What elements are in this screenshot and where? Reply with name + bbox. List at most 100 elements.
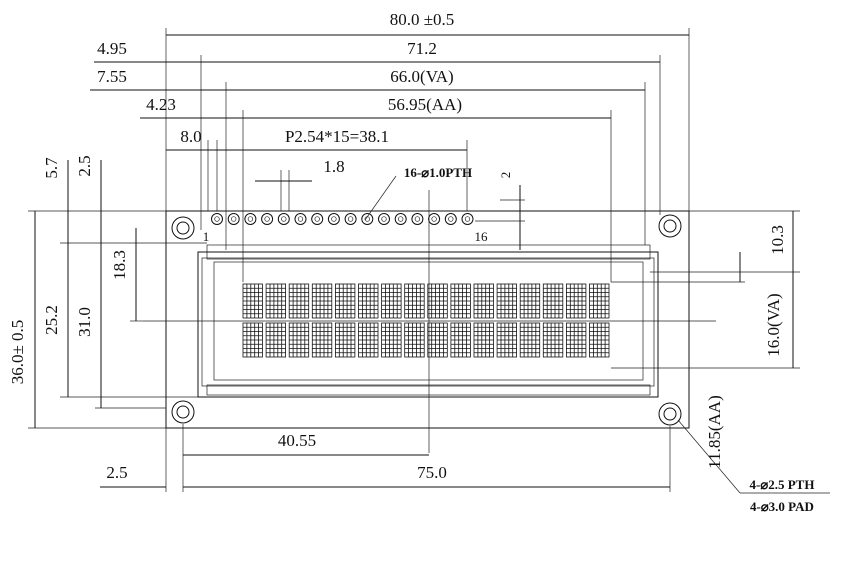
pin-hole-inner [314, 216, 320, 222]
char-cell [519, 322, 541, 358]
dim-31-0: 31.0 [75, 307, 94, 337]
dim-pin-pitch: P2.54*15=38.1 [285, 127, 389, 146]
char-cell [473, 322, 494, 358]
pin-hole-inner [398, 216, 404, 222]
char-cell [288, 283, 310, 319]
pin-hole [261, 213, 274, 225]
char-cell [265, 322, 287, 358]
left-dimensions: 36.0± 0.5 25.2 31.0 18.3 5.7 2.5 [8, 155, 207, 429]
label-pin-16: 16 [475, 229, 489, 244]
dim-pin-2: 2 [498, 172, 513, 179]
dim-overall-height: 36.0± 0.5 [8, 320, 27, 385]
pin-hole [227, 213, 240, 225]
mount-hole-bl [171, 400, 195, 424]
char-cell [589, 283, 610, 319]
char-cell [288, 322, 310, 358]
dim-bottom-hole-pitch: 75.0 [417, 463, 447, 482]
dim-4-95: 4.95 [97, 39, 127, 58]
char-cell [519, 283, 541, 319]
pin-hole-inner [431, 216, 437, 222]
pcb-outline [165, 210, 690, 429]
character-cells [242, 283, 610, 358]
pin-hole-inner [214, 216, 220, 222]
pin-hole-inner [464, 216, 471, 222]
pin-hole-inner [247, 216, 254, 222]
char-cell [242, 283, 263, 319]
char-cell [334, 322, 356, 358]
bottom-dimensions: 40.55 75.0 2.5 [100, 424, 671, 492]
pin-hole-inner [264, 216, 270, 222]
dim-2-5-top: 2.5 [75, 155, 94, 176]
char-cell [265, 283, 287, 319]
char-cell [566, 322, 587, 358]
pin-hole [311, 213, 324, 225]
pin-hole [211, 213, 223, 225]
char-cell [450, 283, 471, 319]
char-cell [542, 283, 564, 319]
dim-18-3: 18.3 [110, 250, 129, 280]
dim-view-area-width: 66.0(VA) [390, 67, 453, 86]
pin-hole [294, 213, 307, 225]
char-cell [404, 322, 425, 358]
label-mount-pad: 4-⌀3.0 PAD [750, 499, 814, 514]
pin-hole [277, 213, 290, 225]
pin-hole [444, 213, 457, 225]
char-cell [242, 322, 263, 358]
label-pin-holes: 16-⌀1.0PTH [404, 165, 472, 180]
pin-hole-inner [347, 216, 354, 222]
dim-overall-width: 80.0 ±0.5 [390, 10, 455, 29]
pin-hole [428, 213, 441, 225]
dim-2-5-bottom: 2.5 [106, 463, 127, 482]
pin-hole [411, 213, 424, 225]
char-cell [381, 322, 402, 358]
pin-hole [244, 213, 257, 225]
pin-hole [327, 213, 340, 225]
dim-25-2: 25.2 [42, 305, 61, 335]
dim-7-55: 7.55 [97, 67, 127, 86]
char-cell [496, 283, 518, 319]
char-cell [311, 322, 333, 358]
pin-hole-inner [231, 216, 237, 222]
pin-hole-inner [414, 216, 421, 222]
pin-hole-inner [281, 216, 287, 222]
dim-10-3: 10.3 [768, 225, 787, 255]
pin-hole [394, 213, 407, 225]
char-cell [311, 283, 333, 319]
char-cell [358, 283, 379, 319]
mount-hole-br [658, 402, 682, 426]
char-cell [566, 283, 587, 319]
pin-hole [344, 213, 357, 225]
char-cell [404, 283, 425, 319]
char-cell [589, 322, 610, 358]
char-cell [427, 283, 448, 319]
top-dimensions: 80.0 ±0.5 71.2 66.0(VA) 56.95(AA) P2.54*… [90, 10, 690, 282]
char-cell [473, 283, 494, 319]
pin-holes [211, 213, 474, 225]
label-mount-pth: 4-⌀2.5 PTH [750, 477, 815, 492]
dim-5-7: 5.7 [42, 157, 61, 179]
pin-hole [361, 213, 374, 225]
char-cell [542, 322, 564, 358]
pin-hole [378, 213, 390, 225]
dim-active-area-width: 56.95(AA) [388, 95, 462, 114]
char-cell [427, 322, 448, 358]
pin-hole-inner [448, 216, 454, 222]
label-pin-1: 1 [203, 229, 210, 244]
char-cell [358, 322, 379, 358]
pin-hole-inner [381, 216, 387, 222]
char-cell [381, 283, 402, 319]
dim-40-55: 40.55 [278, 431, 316, 450]
pin-hole-inner [331, 216, 337, 222]
char-cell [334, 283, 356, 319]
mount-hole-tr [658, 214, 682, 238]
dim-8-0: 8.0 [180, 127, 201, 146]
mount-hole-tl [171, 216, 195, 240]
char-cell [450, 322, 471, 358]
dim-view-area-height: 16.0(VA) [764, 293, 783, 356]
pin-hole [461, 213, 474, 225]
dim-1-8: 1.8 [323, 157, 344, 176]
char-cell [496, 322, 518, 358]
dim-4-23: 4.23 [146, 95, 176, 114]
pin-hole-inner [297, 216, 304, 222]
